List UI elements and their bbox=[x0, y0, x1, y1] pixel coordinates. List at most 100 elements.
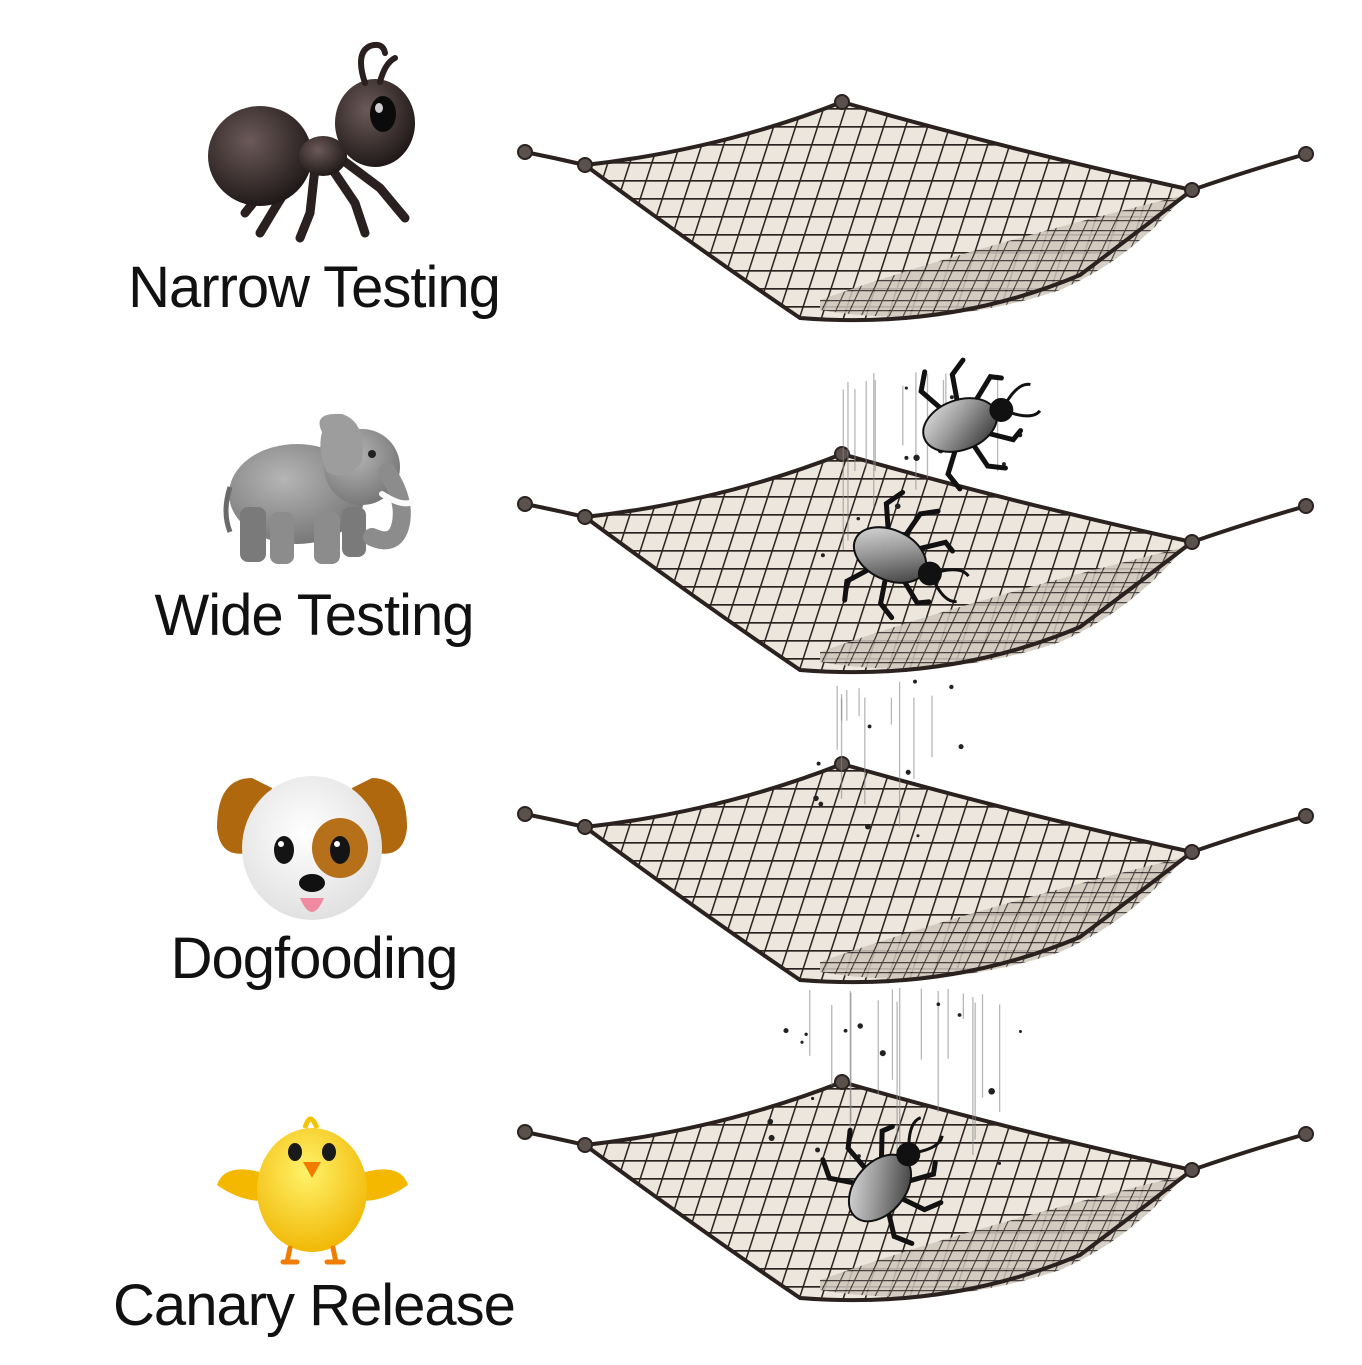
bug-leg bbox=[845, 1127, 871, 1174]
net-anchor bbox=[1298, 1126, 1314, 1142]
net-anchor bbox=[1184, 182, 1200, 198]
net-border bbox=[579, 1079, 1197, 1303]
net-anchor bbox=[1298, 498, 1314, 514]
debris-dot bbox=[813, 795, 819, 802]
bug-leg bbox=[911, 539, 956, 554]
bug-head bbox=[989, 397, 1014, 422]
net-anchor bbox=[1184, 534, 1200, 550]
debris-dot bbox=[767, 1118, 774, 1125]
rope-right bbox=[1191, 152, 1307, 192]
net-anchor bbox=[517, 144, 533, 160]
debris-dot bbox=[1018, 1029, 1022, 1034]
bug-leg bbox=[949, 357, 966, 407]
debris-dot bbox=[820, 553, 825, 558]
debris-dot bbox=[783, 1028, 789, 1034]
debris-dot bbox=[818, 801, 824, 807]
bug-leg bbox=[981, 428, 1024, 443]
rope-left bbox=[524, 1130, 586, 1147]
debris-dot bbox=[904, 455, 909, 460]
bug-icon bbox=[820, 1116, 944, 1246]
debris-dot bbox=[894, 503, 901, 509]
bug-leg bbox=[901, 1160, 938, 1185]
bug-icon bbox=[918, 357, 1042, 492]
bug-leg bbox=[900, 508, 941, 542]
rope-right bbox=[1191, 504, 1307, 544]
debris-dot bbox=[867, 724, 872, 729]
net-sag bbox=[820, 195, 1185, 317]
elephant-icon bbox=[223, 413, 415, 564]
safety-net bbox=[517, 1074, 1314, 1303]
bug-leg bbox=[842, 564, 876, 603]
bug-icon bbox=[842, 489, 970, 621]
net-anchor bbox=[517, 1124, 533, 1140]
chick-icon bbox=[217, 1116, 408, 1265]
debris-dot bbox=[988, 1087, 995, 1095]
bug-head bbox=[896, 1142, 921, 1167]
net-anchor bbox=[577, 509, 593, 525]
bug-head bbox=[917, 561, 942, 586]
net-anchor bbox=[1184, 844, 1200, 860]
debris-dot bbox=[949, 684, 954, 690]
net-anchor bbox=[517, 496, 533, 512]
net-anchor bbox=[1298, 146, 1314, 162]
bug-leg bbox=[884, 1204, 915, 1246]
dog-face-icon bbox=[217, 776, 407, 920]
net-border bbox=[579, 451, 1197, 675]
net-anchor bbox=[577, 157, 593, 173]
bug-leg bbox=[883, 489, 906, 537]
rope-left bbox=[524, 812, 586, 829]
debris-dot bbox=[936, 1002, 941, 1007]
nets-layer bbox=[517, 94, 1314, 1303]
debris-dot bbox=[800, 1040, 804, 1044]
safety-net bbox=[517, 94, 1314, 323]
debris-dot bbox=[913, 679, 917, 684]
debris-dot bbox=[879, 1050, 886, 1057]
bug-leg bbox=[945, 442, 963, 492]
bug-leg bbox=[918, 369, 947, 415]
net-anchor bbox=[834, 94, 850, 110]
stage-label: Dogfooding bbox=[170, 926, 459, 991]
rope-right bbox=[1191, 814, 1307, 854]
net-anchor bbox=[834, 1074, 850, 1090]
debris-dot bbox=[857, 1023, 863, 1029]
net-anchor bbox=[517, 806, 533, 822]
net-sag bbox=[820, 857, 1185, 979]
debris-dot bbox=[768, 1134, 775, 1141]
ant-icon bbox=[208, 41, 415, 243]
debris-dot bbox=[957, 1013, 962, 1017]
stage-label: Canary Release bbox=[113, 1273, 516, 1338]
debris-dot bbox=[811, 1096, 815, 1101]
stage-label: Narrow Testing bbox=[128, 255, 501, 320]
bug-antenna bbox=[907, 1116, 944, 1154]
debris-dot bbox=[916, 834, 920, 838]
debris-dot bbox=[856, 516, 861, 521]
stage-label: Wide Testing bbox=[154, 583, 475, 648]
net-anchor bbox=[1184, 1162, 1200, 1178]
debris-dot bbox=[905, 769, 911, 775]
net-anchor bbox=[834, 446, 850, 462]
net-sag bbox=[820, 1175, 1185, 1297]
debris-dot bbox=[997, 1161, 1002, 1165]
net-anchor bbox=[577, 1137, 593, 1153]
net-anchor bbox=[1298, 808, 1314, 824]
bug-antenna bbox=[933, 568, 970, 604]
debris-dot bbox=[816, 761, 821, 766]
debris-dot bbox=[865, 823, 871, 830]
debris-dot bbox=[958, 744, 964, 750]
debris-dot bbox=[904, 386, 908, 390]
rope-right bbox=[1191, 1132, 1307, 1172]
net-anchor bbox=[577, 819, 593, 835]
bug-leg bbox=[971, 374, 1004, 407]
rope-left bbox=[524, 150, 586, 167]
bug-leg bbox=[877, 572, 895, 621]
debris-dot bbox=[1001, 462, 1006, 467]
safety-net bbox=[517, 756, 1314, 985]
debris-dot bbox=[843, 1028, 848, 1033]
bug-leg bbox=[878, 1124, 895, 1166]
debris-dot bbox=[913, 454, 920, 461]
rope-left bbox=[524, 502, 586, 519]
debris-dot bbox=[949, 395, 954, 400]
debris-dot bbox=[815, 1147, 821, 1153]
